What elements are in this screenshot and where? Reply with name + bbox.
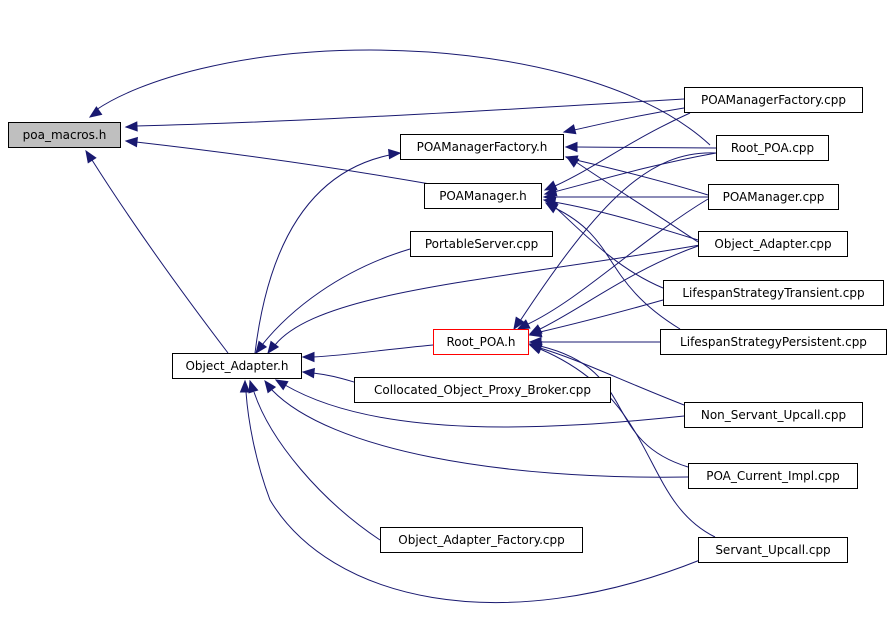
edge-portableserver-cpp-to-object-adapter-h-line	[261, 248, 411, 346]
edge-non-servant-upcall-to-root-poa-h-line	[539, 347, 685, 406]
node-poamanager-h[interactable]: POAManager.h	[424, 183, 542, 209]
edge-object-adapter-factory-to-object-adapter-h	[248, 379, 381, 541]
edge-lifespan-persistent-to-poamanager-h-line	[554, 207, 681, 330]
edge-root-poa-cpp-to-root-poa-h	[513, 152, 717, 331]
edge-object-adapter-cpp-to-poamanagerfactory-h-line	[575, 161, 699, 243]
edge-collocated-to-object-adapter-h-arrowhead	[301, 367, 315, 379]
edge-object-adapter-h-to-poamanagerfactory-h	[254, 148, 411, 354]
edge-poamanager-cpp-to-poamanagerfactory-h-line	[575, 159, 709, 196]
edge-lifespan-transient-to-poamanager-h-line	[553, 205, 664, 289]
edge-root-poa-h-to-object-adapter-h-arrowhead	[301, 351, 315, 363]
edge-object-adapter-cpp-to-poamanagerfactory-h-arrowhead	[565, 156, 580, 168]
edge-lifespan-transient-to-root-poa-h	[528, 299, 664, 338]
edge-poamanagerfactory-cpp-to-poamanager-h	[543, 112, 691, 191]
edge-servant-upcall-to-root-poa-h-arrowhead	[528, 344, 543, 355]
edge-portableserver-cpp-to-object-adapter-h-arrowhead	[255, 340, 268, 355]
edge-object-adapter-cpp-to-poamanager-h-line	[553, 201, 699, 241]
edge-object-adapter-cpp-to-object-adapter-h-arrowhead	[267, 340, 280, 355]
edge-object-adapter-cpp-to-object-adapter-h-line	[274, 244, 701, 346]
edge-root-poa-cpp-to-root-poa-h-line	[519, 152, 717, 322]
edge-object-adapter-cpp-to-root-poa-h-line	[537, 245, 699, 331]
edge-poamanagerfactory-cpp-to-poamanagerfactory-h-line	[573, 107, 685, 131]
node-root-poa-h[interactable]: Root_POA.h	[433, 329, 529, 355]
edge-poamanagerfactory-cpp-to-poa-macros-h	[88, 49, 711, 146]
edge-object-adapter-cpp-to-poamanagerfactory-h	[565, 156, 699, 243]
node-lifespanstrategypersistent-cpp[interactable]: LifespanStrategyPersistent.cpp	[660, 329, 887, 355]
edge-poamanagerfactory-cpp-to-poa-macros-h-arrowhead	[88, 106, 103, 118]
edge-non-servant-upcall-to-object-adapter-h-arrowhead	[274, 379, 289, 391]
edge-poamanager-cpp-to-root-poa-h-arrowhead	[516, 319, 531, 330]
edge-root-poa-cpp-to-poa-macros-h-line	[135, 98, 685, 127]
edge-object-adapter-h-to-poamanagerfactory-h-arrowhead	[388, 148, 402, 160]
edge-servant-upcall-to-root-poa-h	[528, 344, 716, 538]
node-object-adapter-factory-cpp[interactable]: Object_Adapter_Factory.cpp	[380, 527, 583, 553]
edge-root-poa-cpp-to-poamanagerfactory-h-arrowhead	[564, 141, 578, 153]
edge-poa-current-impl-to-object-adapter-h-line	[271, 389, 689, 478]
node-collocated-object-proxy-broker-cpp[interactable]: Collocated_Object_Proxy_Broker.cpp	[354, 377, 611, 403]
edge-root-poa-cpp-to-poamanagerfactory-h-line	[575, 146, 717, 149]
edge-object-adapter-h-to-poa-macros-h	[85, 149, 229, 354]
edge-root-poa-h-to-object-adapter-h	[301, 344, 434, 363]
node-root-poa-cpp[interactable]: Root_POA.cpp	[716, 135, 829, 161]
node-object-adapter-h[interactable]: Object_Adapter.h	[172, 353, 302, 379]
edge-poamanager-cpp-to-root-poa-h	[516, 198, 709, 330]
edge-root-poa-cpp-to-poamanager-h-line	[553, 152, 717, 193]
edge-poamanager-cpp-to-root-poa-h-line	[525, 198, 709, 326]
node-poamanagerfactory-cpp[interactable]: POAManagerFactory.cpp	[684, 87, 863, 113]
edge-poamanager-cpp-to-poamanagerfactory-h	[564, 155, 709, 196]
edge-poamanager-h-to-poa-macros-h-line	[135, 141, 431, 185]
edge-object-adapter-h-to-poa-macros-h-arrowhead	[85, 149, 97, 164]
edge-poa-current-impl-to-object-adapter-h-arrowhead	[264, 379, 277, 394]
node-poa-macros-h[interactable]: poa_macros.h	[8, 122, 121, 148]
edge-lifespan-transient-to-root-poa-h-line	[539, 299, 664, 333]
node-poamanagerfactory-h[interactable]: POAManagerFactory.h	[400, 134, 564, 160]
edge-root-poa-cpp-to-poamanagerfactory-h	[564, 141, 717, 153]
edge-poa-current-impl-to-root-poa-h	[528, 341, 689, 468]
node-servant-upcall-cpp[interactable]: Servant_Upcall.cpp	[698, 537, 848, 563]
edge-poamanager-h-to-poa-macros-h	[124, 136, 431, 185]
node-non-servant-upcall-cpp[interactable]: Non_Servant_Upcall.cpp	[684, 402, 863, 428]
edge-poamanagerfactory-cpp-to-poamanager-h-line	[554, 112, 691, 187]
edge-servant-upcall-to-object-adapter-h-arrowhead	[239, 379, 251, 393]
edge-lifespan-persistent-to-poamanager-h	[544, 202, 681, 330]
edge-object-adapter-h-to-poamanagerfactory-h-line	[254, 151, 411, 354]
edge-poamanagerfactory-cpp-to-poamanagerfactory-h	[562, 107, 685, 135]
edge-object-adapter-factory-to-object-adapter-h-line	[253, 391, 381, 541]
edge-lifespan-transient-to-root-poa-h-arrowhead	[528, 327, 543, 338]
edge-poamanagerfactory-cpp-to-poamanagerfactory-h-arrowhead	[562, 124, 577, 135]
edge-poa-current-impl-to-object-adapter-h	[264, 379, 689, 478]
node-poamanager-cpp[interactable]: POAManager.cpp	[708, 184, 839, 210]
edge-lifespan-persistent-to-poamanager-h-arrowhead	[544, 202, 559, 214]
node-portableserver-cpp[interactable]: PortableServer.cpp	[410, 231, 553, 257]
edge-root-poa-cpp-to-poa-macros-h	[124, 98, 685, 132]
edge-servant-upcall-to-object-adapter-h	[239, 379, 701, 603]
edge-root-poa-cpp-to-root-poa-h-arrowhead	[513, 316, 525, 331]
edge-object-adapter-h-to-poa-macros-h-line	[91, 159, 229, 354]
edge-root-poa-h-to-object-adapter-h-line	[312, 344, 434, 358]
edge-poamanagerfactory-cpp-to-poa-macros-h-line	[95, 49, 711, 146]
edge-portableserver-cpp-to-object-adapter-h	[255, 248, 411, 355]
edge-poamanager-cpp-to-poamanager-h	[542, 191, 708, 203]
edge-object-adapter-cpp-to-object-adapter-h	[267, 244, 701, 355]
node-lifespanstrategytransient-cpp[interactable]: LifespanStrategyTransient.cpp	[663, 280, 884, 306]
edge-poamanager-h-to-poa-macros-h-arrowhead	[124, 136, 138, 148]
edge-object-adapter-factory-to-object-adapter-h-arrowhead	[248, 379, 259, 394]
edge-root-poa-cpp-to-poa-macros-h-arrowhead	[124, 121, 138, 132]
edge-servant-upcall-to-root-poa-h-line	[539, 348, 716, 538]
edge-poa-current-impl-to-root-poa-h-line	[539, 345, 689, 468]
node-object-adapter-cpp[interactable]: Object_Adapter.cpp	[698, 231, 848, 257]
edge-servant-upcall-to-object-adapter-h-line	[245, 391, 701, 603]
edge-collocated-to-object-adapter-h-line	[312, 372, 355, 383]
edge-collocated-to-object-adapter-h	[301, 367, 355, 383]
edge-lifespan-persistent-to-root-poa-h	[528, 336, 661, 348]
node-poa-current-impl-cpp[interactable]: POA_Current_Impl.cpp	[688, 463, 858, 489]
